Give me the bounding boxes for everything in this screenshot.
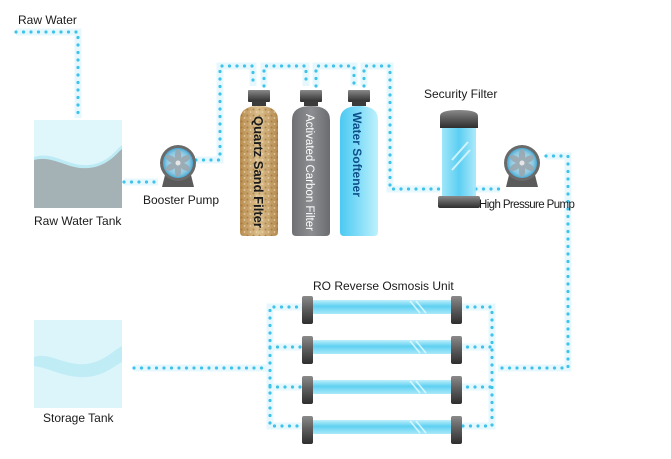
ro-membrane-right-cap xyxy=(451,336,462,364)
ro-membrane-right-cap xyxy=(451,296,462,324)
ro-membrane-right-cap xyxy=(451,376,462,404)
ro-unit-label: RO Reverse Osmosis Unit xyxy=(313,279,454,293)
ro-membrane-tube xyxy=(311,420,453,434)
pipe-softener-to-security xyxy=(360,62,442,193)
high-pressure-pump-icon xyxy=(504,145,540,187)
security-filter-label: Security Filter xyxy=(424,87,497,101)
pipe-booster-to-sand xyxy=(194,62,257,164)
water-softener-label: Water Softener xyxy=(350,112,364,197)
ro-membrane-array xyxy=(302,296,462,444)
ro-membrane-left-cap xyxy=(302,416,313,444)
water-softener: Water Softener xyxy=(340,90,378,236)
activated-carbon-filter-label: Activated Carbon Filter xyxy=(303,114,315,231)
pipe-sand-to-carbon xyxy=(260,62,310,88)
ro-membrane xyxy=(302,416,462,444)
ro-membrane xyxy=(302,336,462,364)
ro-membrane-glare xyxy=(409,300,427,314)
ro-membrane xyxy=(302,296,462,324)
pipe-carbon-to-softener xyxy=(312,62,358,88)
ro-membrane-left-cap xyxy=(302,296,313,324)
ro-membrane-left-cap xyxy=(302,336,313,364)
pipe-ro-left-manifold xyxy=(266,303,306,430)
ro-membrane-glare xyxy=(409,420,427,434)
security-filter xyxy=(438,110,480,208)
pipes xyxy=(14,28,572,430)
ro-membrane-tube xyxy=(311,380,453,394)
pipe-hp-pump-to-ro xyxy=(496,152,572,372)
ro-membrane-tube xyxy=(311,340,453,354)
quartz-sand-filter-label: Quartz Sand Filter xyxy=(251,116,266,228)
storage-tank-label: Storage Tank xyxy=(43,411,114,425)
ro-membrane-right-cap xyxy=(451,416,462,444)
pipe-raw-water-inlet xyxy=(14,28,82,120)
raw-water-tank-label: Raw Water Tank xyxy=(34,214,122,228)
ro-membrane xyxy=(302,376,462,404)
booster-pump-label: Booster Pump xyxy=(143,193,219,207)
raw-water-label: Raw Water xyxy=(18,13,77,27)
ro-membrane-left-cap xyxy=(302,376,313,404)
ro-membrane-tube xyxy=(311,300,453,314)
activated-carbon-filter: Activated Carbon Filter xyxy=(292,90,330,236)
storage-tank xyxy=(34,320,122,408)
quartz-sand-filter: Quartz Sand Filter xyxy=(240,90,278,236)
booster-pump-icon xyxy=(160,145,196,187)
ro-membrane-glare xyxy=(409,380,427,394)
ro-membrane-glare xyxy=(409,340,427,354)
high-pressure-pump-label: High Pressure Pump xyxy=(479,199,575,211)
pipe-ro-right-manifold xyxy=(458,303,496,430)
raw-water-tank xyxy=(34,120,122,208)
